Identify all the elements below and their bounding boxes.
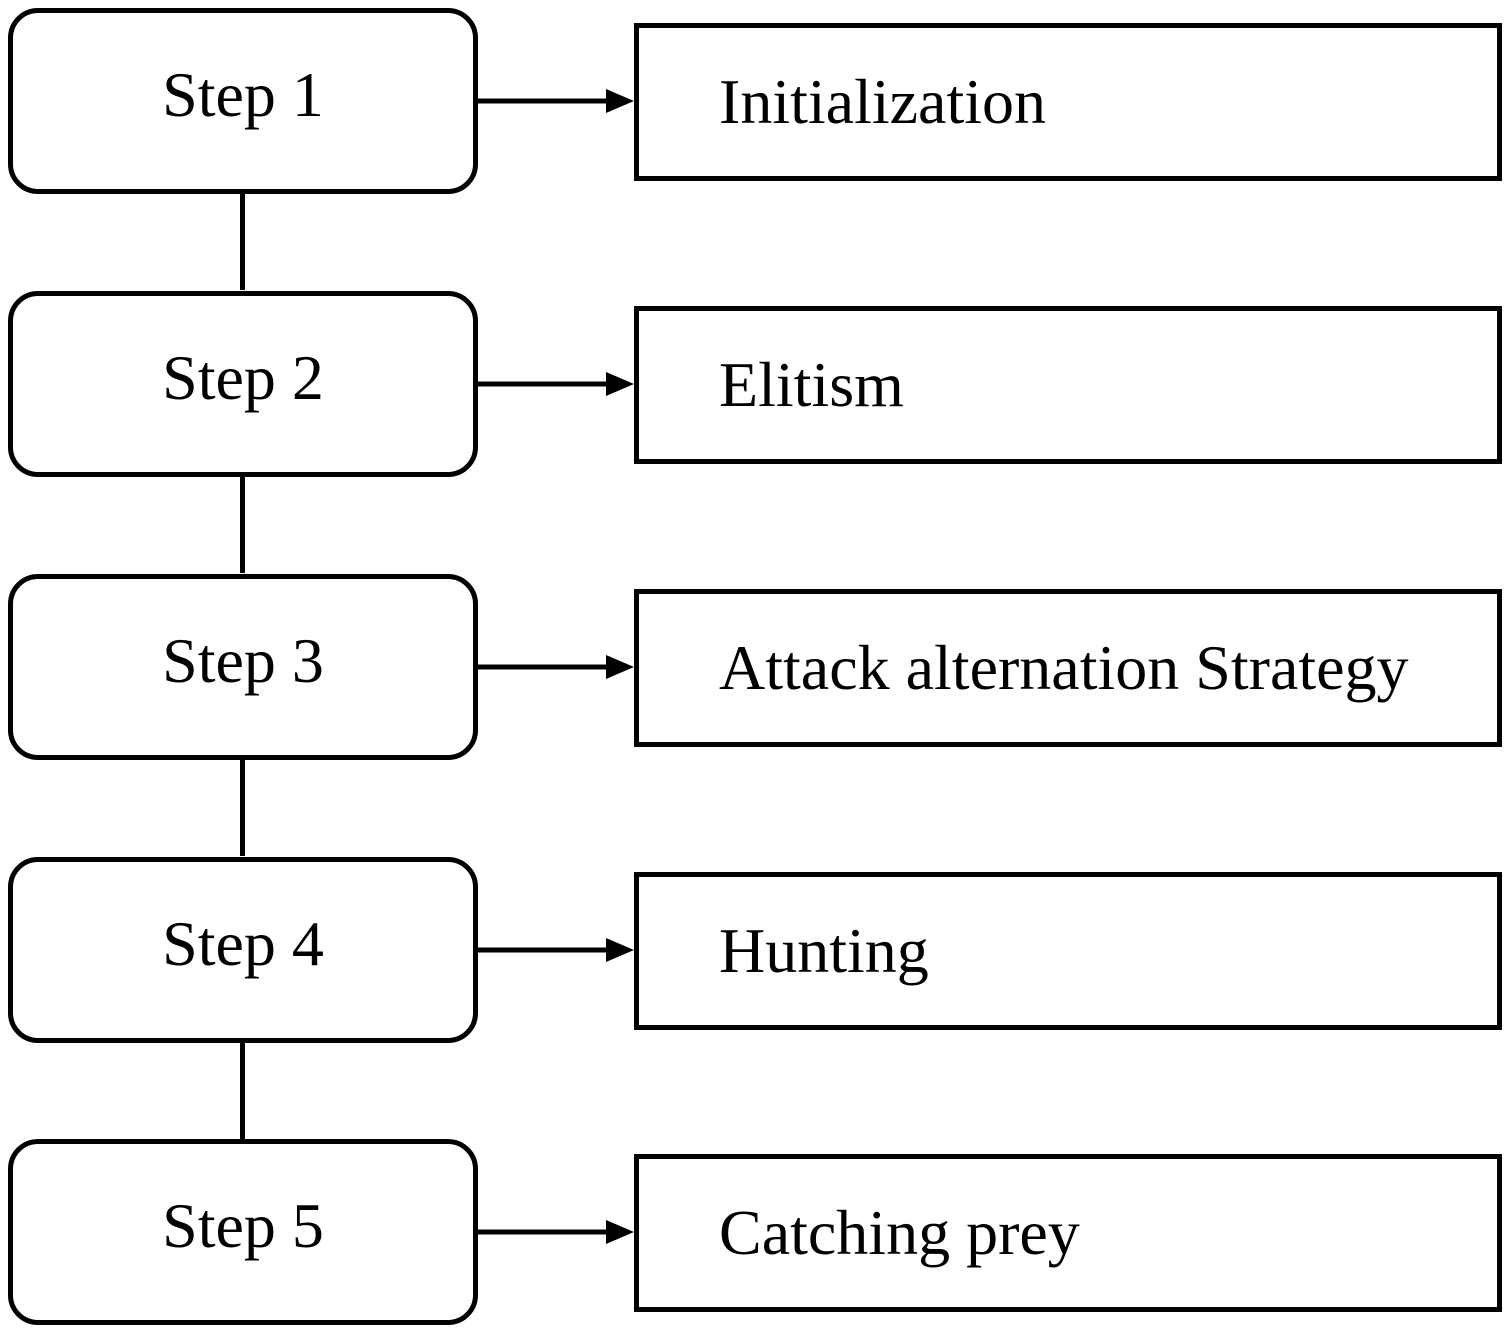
step-4-box: Step 4 [8,857,478,1043]
step-1-box: Step 1 [8,8,478,194]
step-5-description-box: Catching prey [634,1154,1502,1312]
step-4-label: Step 4 [162,908,324,979]
step-4-description-box: Hunting [634,872,1502,1030]
step-3-description: Attack alternation Strategy [719,632,1409,703]
step-3-box: Step 3 [8,574,478,760]
step-2-box: Step 2 [8,291,478,477]
step-4-description: Hunting [719,915,929,986]
connector-step1-step2 [240,192,245,290]
step-1-label: Step 1 [162,59,324,130]
step-3-label: Step 3 [162,625,324,696]
arrow-step-3 [478,655,634,679]
step-3-description-box: Attack alternation Strategy [634,589,1502,747]
step-1-description: Initialization [719,66,1046,137]
arrow-step-1 [478,89,634,113]
step-5-description: Catching prey [719,1197,1080,1268]
connector-step3-step4 [240,758,245,856]
arrow-step-2 [478,372,634,396]
step-2-description-box: Elitism [634,306,1502,464]
step-5-box: Step 5 [8,1139,478,1325]
step-5-label: Step 5 [162,1190,324,1261]
step-2-description: Elitism [719,349,904,420]
connector-step2-step3 [240,475,245,573]
step-2-label: Step 2 [162,342,324,413]
step-1-description-box: Initialization [634,23,1502,181]
arrow-step-4 [478,938,634,962]
arrow-step-5 [478,1220,634,1244]
connector-step4-step5 [240,1041,245,1139]
